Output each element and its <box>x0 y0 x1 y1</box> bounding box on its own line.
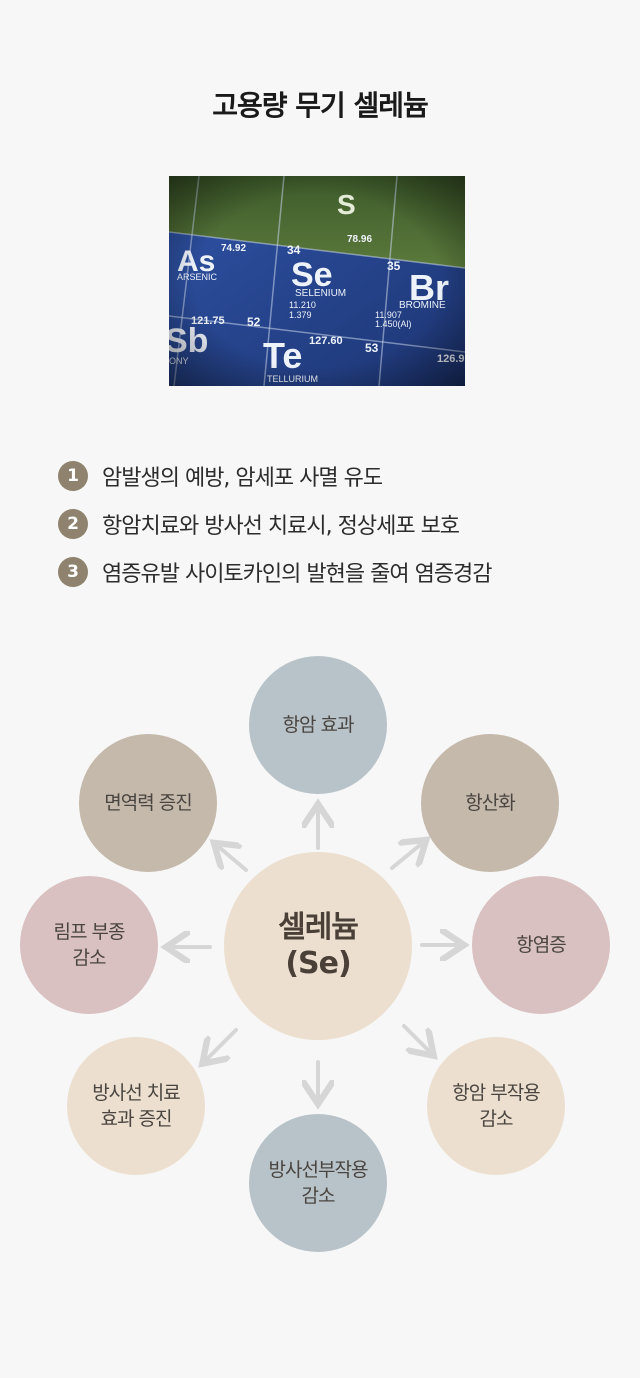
benefit-text: 염증유발 사이토카인의 발현을 줄여 염증경감 <box>102 562 493 587</box>
selenium-effects-diagram: 셀레늄 (Se) 항암 효과 항산화 항염증 항암 부작용 감소 방사선부작용 … <box>0 640 640 1280</box>
page-title: 고용량 무기 셀레늄 <box>212 89 429 122</box>
arrows-layer <box>0 640 640 1280</box>
arrow-top-right <box>390 845 420 870</box>
benefit-item-3: 3 염증유발 사이토카인의 발현을 줄여 염증경감 <box>58 548 598 596</box>
node-radiation-effect: 방사선 치료 효과 증진 <box>67 1037 205 1175</box>
node-radiation-side-effect: 방사선부작용 감소 <box>249 1114 387 1252</box>
node-anticancer: 항암 효과 <box>249 656 387 794</box>
benefit-number-badge: 1 <box>58 461 88 491</box>
benefit-text: 항암치료와 방사선 치료시, 정상세포 보호 <box>102 514 460 539</box>
node-chemo-side-effect: 항암 부작용 감소 <box>427 1037 565 1175</box>
node-anti-inflammatory: 항염증 <box>472 876 610 1014</box>
center-node-selenium: 셀레늄 (Se) <box>224 852 412 1040</box>
benefit-number-badge: 3 <box>58 557 88 587</box>
benefit-item-1: 1 암발생의 예방, 암세포 사멸 유도 <box>58 452 598 500</box>
periodic-table-photo: As ARSENIC 74.92 34 Se SELENIUM 78.96 35… <box>169 176 465 386</box>
node-immunity: 면역력 증진 <box>79 734 217 872</box>
arrow-top-left <box>220 848 248 872</box>
benefit-list: 1 암발생의 예방, 암세포 사멸 유도 2 항암치료와 방사선 치료시, 정상… <box>58 452 598 596</box>
benefit-number-badge: 2 <box>58 509 88 539</box>
arrow-bottom-left <box>208 1028 238 1058</box>
benefit-item-2: 2 항암치료와 방사선 치료시, 정상세포 보호 <box>58 500 598 548</box>
arrow-bottom-right <box>402 1024 428 1050</box>
node-antioxidant: 항산화 <box>421 734 559 872</box>
benefit-text: 암발생의 예방, 암세포 사멸 유도 <box>102 466 383 491</box>
node-lymphedema: 림프 부종 감소 <box>20 876 158 1014</box>
